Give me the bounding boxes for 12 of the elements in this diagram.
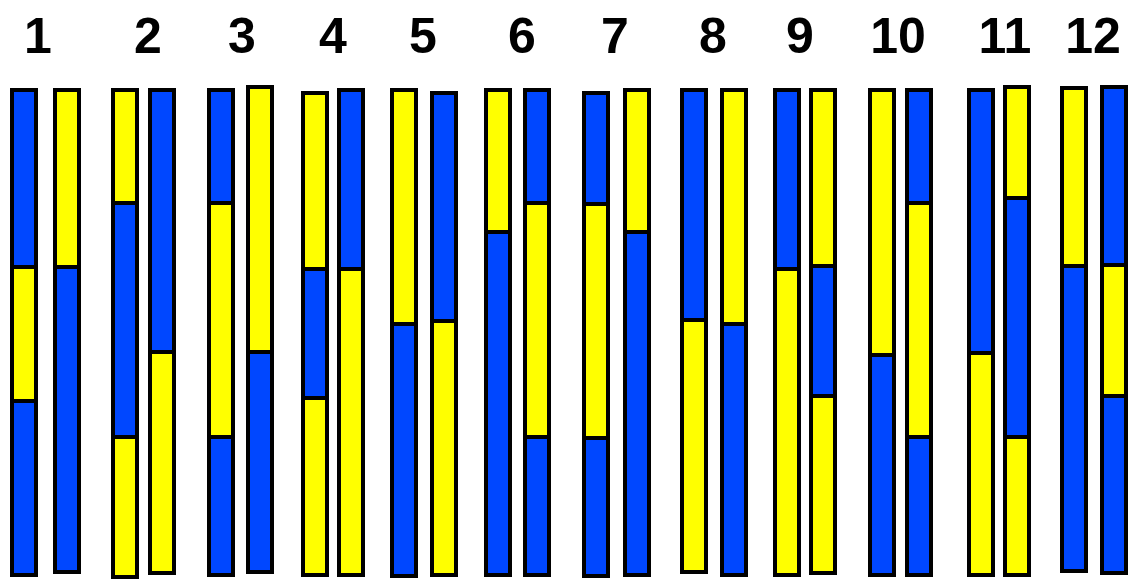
pair-number: 7 (601, 8, 629, 64)
pair-number: 5 (409, 8, 437, 64)
pair-number: 3 (228, 8, 256, 64)
pair-number: 10 (870, 8, 926, 64)
pair-number: 9 (786, 8, 814, 64)
pair-number: 11 (978, 8, 1032, 64)
pair-number: 8 (699, 8, 727, 64)
pair-number: 4 (319, 8, 347, 64)
pair-number: 2 (134, 8, 162, 64)
pair-number: 1 (24, 8, 52, 64)
pair-number: 6 (508, 8, 536, 64)
pair-number: 12 (1065, 8, 1121, 64)
